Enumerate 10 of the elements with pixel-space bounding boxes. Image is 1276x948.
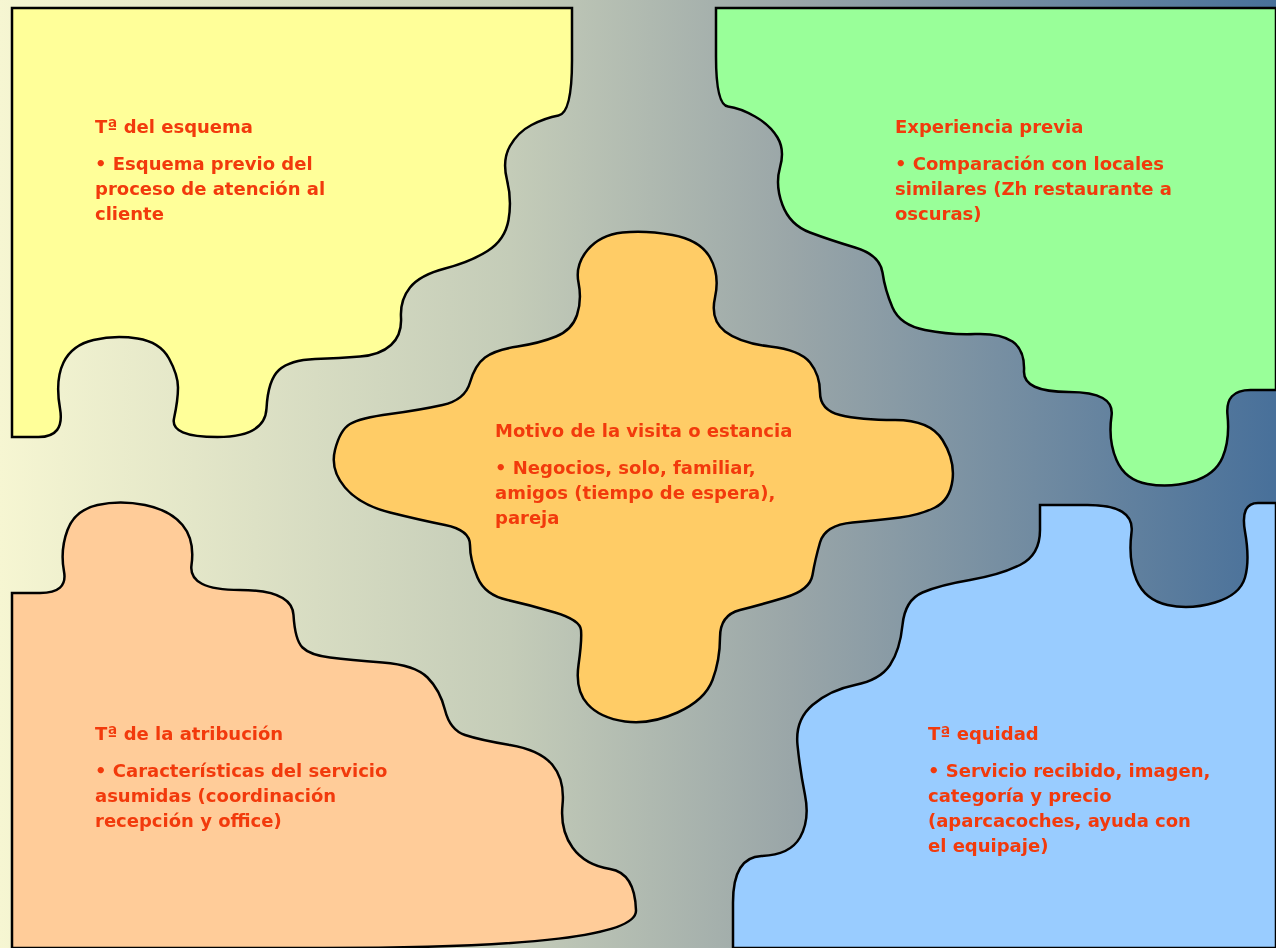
piece-heading: Motivo de la visita o estancia <box>495 419 794 443</box>
bullet-text: • Negocios, solo, familiar, amigos (tiempo de espera), pareja <box>495 456 777 530</box>
piece-heading: Experiencia previa <box>895 115 1085 139</box>
piece-heading: Tª del esquema <box>95 115 254 139</box>
bullet-text: • Esquema previo del proceso de atención al cliente <box>95 152 327 226</box>
bullet-text: • Servicio recibido, imagen, categoría y precio (aparcacoches, ayuda con el equipaje) <box>928 759 1212 858</box>
piece-heading: Tª equidad <box>928 722 1040 746</box>
bullet-text: • Comparación con locales similares (Zh restaurante a oscuras) <box>895 152 1173 226</box>
piece-heading: Tª de la atribución <box>95 722 285 746</box>
bullet-text: • Características del servicio asumidas (coordinación recepción y office) <box>95 759 389 833</box>
